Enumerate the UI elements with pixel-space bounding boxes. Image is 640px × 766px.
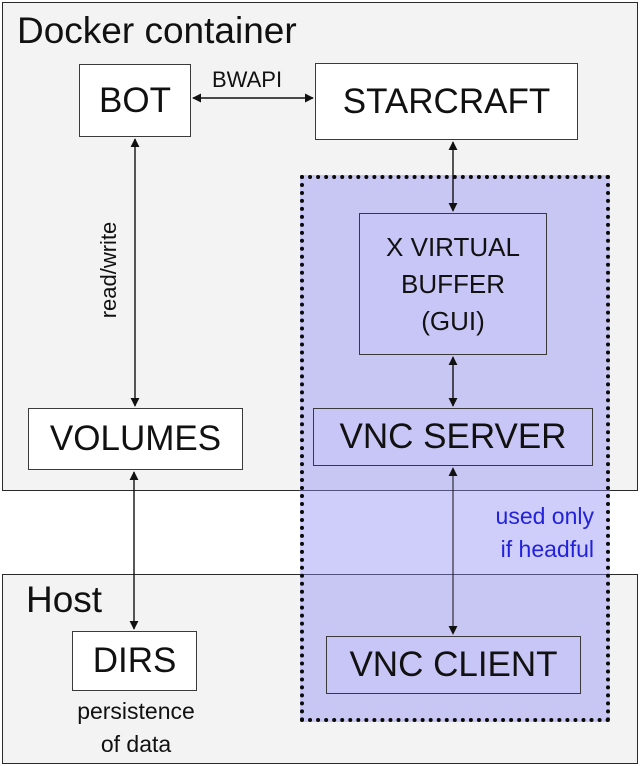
host-title: Host	[26, 579, 103, 620]
bot-label: BOT	[99, 80, 171, 120]
dirs-label: DIRS	[92, 641, 177, 680]
x-virtual-buffer-line2: BUFFER	[401, 268, 505, 299]
docker-container-title: Docker container	[17, 10, 297, 51]
bot-box: BOT	[79, 64, 191, 137]
used-only-line2: if headful	[500, 536, 594, 562]
bwapi-label: BWAPI	[212, 67, 283, 92]
volumes-label: VOLUMES	[49, 419, 222, 458]
vnc-server-label: VNC SERVER	[339, 417, 567, 456]
starcraft-label: STARCRAFT	[342, 81, 551, 121]
used-only-if-headful-note: used only if headful	[496, 500, 594, 566]
x-virtual-buffer-box: X VIRTUAL BUFFER (GUI)	[359, 213, 547, 355]
vnc-client-label: VNC CLIENT	[349, 645, 558, 684]
read-write-label: read/write	[96, 221, 121, 319]
used-only-line1: used only	[495, 503, 594, 529]
persistence-line2: of data	[100, 731, 172, 757]
dirs-box: DIRS	[72, 631, 197, 691]
vnc-server-box: VNC SERVER	[313, 408, 593, 466]
vnc-client-box: VNC CLIENT	[326, 636, 581, 694]
x-virtual-buffer-line1: X VIRTUAL	[386, 231, 520, 262]
volumes-box: VOLUMES	[28, 408, 243, 470]
starcraft-box: STARCRAFT	[315, 63, 578, 140]
persistence-line1: persistence	[77, 698, 195, 724]
x-virtual-buffer-line3: (GUI)	[421, 305, 485, 336]
persistence-of-data-label: persistence of data	[77, 695, 195, 761]
